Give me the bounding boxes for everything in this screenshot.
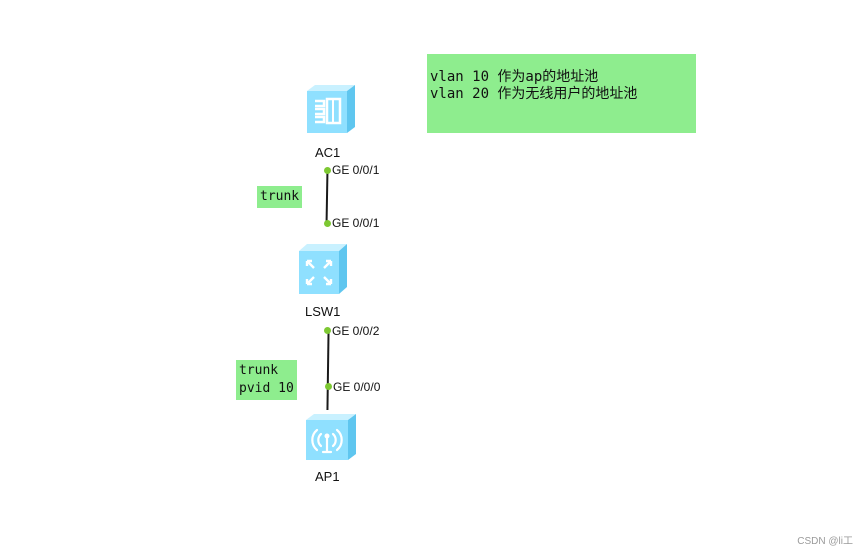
note-link2-line1: trunk xyxy=(239,363,279,378)
device-label-lsw1: LSW1 xyxy=(305,304,341,319)
note-link1-line: trunk xyxy=(260,189,300,204)
port-label-sw-ge002: GE 0/0/2 xyxy=(332,324,380,338)
access-controller-icon[interactable] xyxy=(303,83,359,135)
note-link2-line2: pvid 10 xyxy=(239,381,294,396)
port-label-ac-ge001: GE 0/0/1 xyxy=(332,163,380,177)
note-link1: trunk xyxy=(257,186,303,208)
note-vlan-info-line2: vlan 20 作为无线用户的地址池 xyxy=(430,86,638,102)
note-link2: trunk pvid 10 xyxy=(236,360,297,400)
link-ac-switch[interactable] xyxy=(325,170,329,225)
port-label-ap-ge000: GE 0/0/0 xyxy=(333,380,381,394)
device-label-ap1: AP1 xyxy=(315,469,340,484)
watermark: CSDN @li工 xyxy=(797,536,853,547)
device-label-ac1: AC1 xyxy=(315,145,341,160)
note-vlan-info-line1: vlan 10 作为ap的地址池 xyxy=(430,69,599,85)
link-switch-ap[interactable] xyxy=(326,329,330,411)
port-dot-sw-ge001[interactable] xyxy=(324,220,331,227)
port-label-sw-ge001: GE 0/0/1 xyxy=(332,216,380,230)
port-dot-sw-ge002[interactable] xyxy=(324,327,331,334)
port-dot-ac-ge001[interactable] xyxy=(324,167,331,174)
wireless-ap-icon[interactable] xyxy=(302,410,360,462)
port-dot-ap-ge000[interactable] xyxy=(325,383,332,390)
switch-icon[interactable] xyxy=(295,241,351,297)
